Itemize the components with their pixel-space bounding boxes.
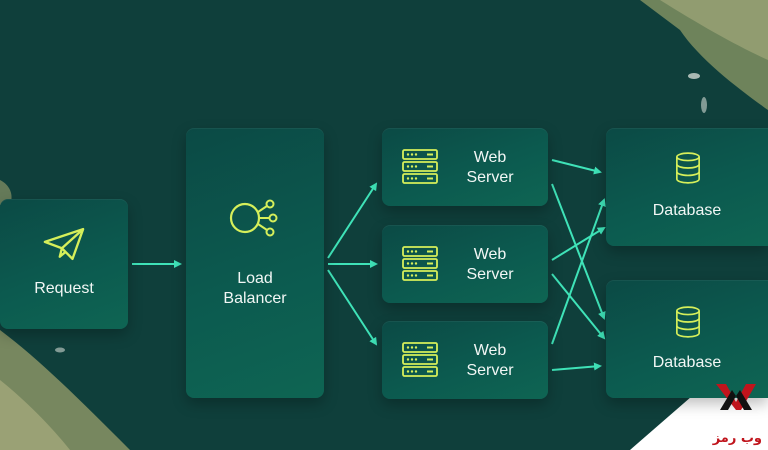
web-server-label-3: Web Server xyxy=(466,342,514,379)
load-balancer-label: Load Balancer xyxy=(223,270,287,307)
request-node: Request xyxy=(0,199,128,329)
database-label-2: Database xyxy=(652,354,722,371)
database-label-1: Database xyxy=(652,202,722,219)
webramz-logo-icon xyxy=(716,384,756,410)
database-node-2: Database xyxy=(606,280,768,398)
web-server-label-1: Web Server xyxy=(466,149,514,186)
load-balancer-node: Load Balancer xyxy=(186,128,324,398)
paper-plane-icon xyxy=(43,227,85,261)
web-server-label-2: Web Server xyxy=(466,246,514,283)
network-hub-icon xyxy=(229,199,278,237)
server-rack-icon xyxy=(402,246,438,281)
server-rack-icon xyxy=(402,342,438,377)
database-icon xyxy=(676,306,700,338)
watermark-text: وب رمز xyxy=(712,431,762,446)
web-server-node-3: Web Server xyxy=(382,321,548,399)
database-node-1: Database xyxy=(606,128,768,246)
request-label: Request xyxy=(34,280,94,297)
web-server-node-1: Web Server xyxy=(382,128,548,206)
web-server-node-2: Web Server xyxy=(382,225,548,303)
database-icon xyxy=(676,152,700,184)
server-rack-icon xyxy=(402,149,438,184)
